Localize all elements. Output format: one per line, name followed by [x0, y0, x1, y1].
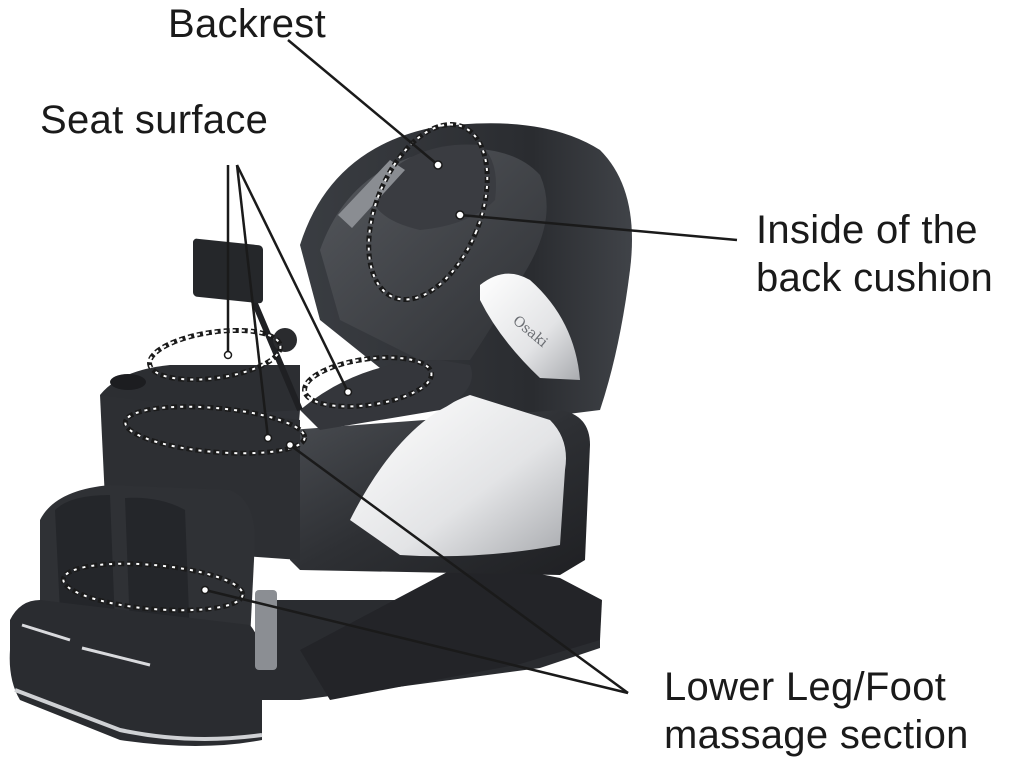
label-seat-surface: Seat surface	[40, 96, 268, 144]
callout-ellipse-highlights	[62, 123, 489, 612]
label-lower-leg-foot: Lower Leg/Foot massage section	[664, 663, 969, 759]
label-inside-line1: Inside of the	[756, 208, 978, 252]
headrest	[375, 144, 496, 230]
leader-leg-b	[204, 588, 629, 695]
side-grille	[255, 590, 277, 670]
foot-base-trim	[14, 688, 263, 741]
chair-illustration: Osaki	[9, 123, 632, 746]
leader-seat-c	[235, 164, 270, 439]
label-seat-surface-text: Seat surface	[40, 98, 269, 142]
leader-backrest	[287, 39, 439, 166]
label-backrest-text: Backrest	[168, 2, 327, 46]
tablet-joint	[273, 328, 297, 352]
leg-channel-right	[125, 497, 190, 640]
label-leg-line1: Lower Leg/Foot	[664, 665, 947, 709]
label-inside-back-cushion: Inside of the back cushion	[756, 206, 993, 302]
leg-channel-left	[55, 495, 115, 625]
foot-trim-right	[81, 646, 151, 667]
side-silver-panel	[350, 395, 566, 557]
chair-base-plate	[300, 560, 602, 700]
label-inside-line2: back cushion	[756, 256, 994, 300]
leader-lines	[204, 39, 738, 695]
cupholder	[110, 374, 146, 390]
shoulder-panel	[480, 273, 580, 380]
label-backrest: Backrest	[168, 0, 326, 48]
foot-trim-left	[21, 623, 71, 642]
leader-inside	[459, 213, 738, 242]
foot-base	[9, 600, 263, 746]
leader-dots	[200, 160, 465, 595]
leader-seat-b	[235, 164, 350, 393]
leader-leg-a	[289, 443, 629, 695]
label-leg-line2: massage section	[664, 713, 969, 757]
